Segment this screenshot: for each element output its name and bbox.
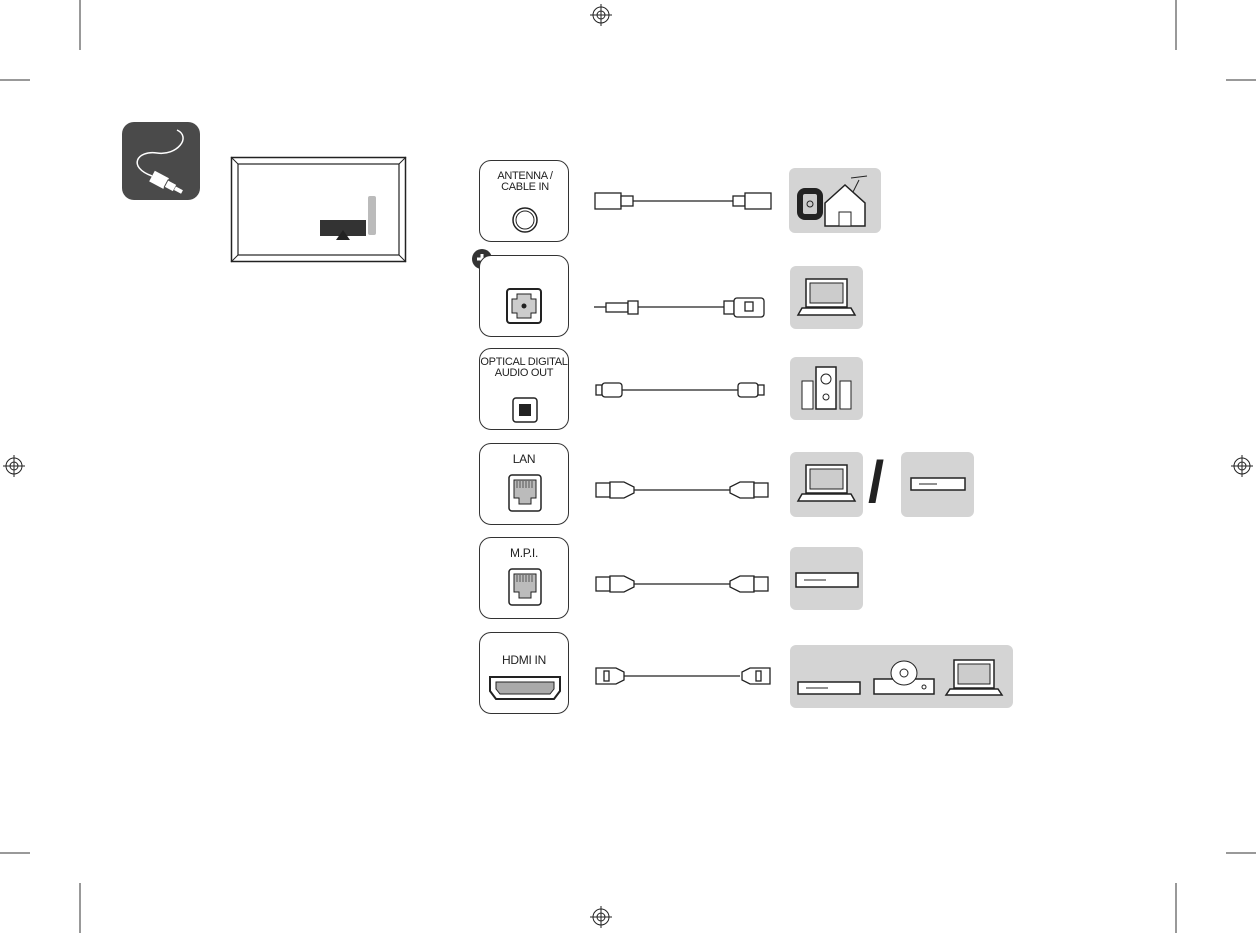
- laptop-device: [790, 266, 863, 329]
- set-top-box-icon: [795, 572, 859, 588]
- hdmi-cable: [595, 667, 771, 685]
- port-panel-highlight: [320, 220, 366, 236]
- port-label: OPTICAL DIGITAL AUDIO OUT: [480, 356, 568, 379]
- coax-cable: [594, 192, 772, 210]
- hdmi-port-icon: [489, 676, 561, 700]
- coax-port-icon: [512, 207, 538, 233]
- audio-port-icon: [506, 288, 542, 324]
- ethernet-port-icon: [508, 474, 542, 512]
- optical-cable: [595, 382, 765, 398]
- laptop-device-lan: [790, 452, 863, 517]
- port-lan: LAN: [479, 443, 569, 525]
- laptop-icon: [796, 464, 857, 502]
- port-label: M.P.I.: [510, 546, 538, 560]
- antenna-house-device: [789, 168, 881, 233]
- laptop-icon: [796, 278, 857, 316]
- set-top-box-device: [901, 452, 974, 517]
- lan-cable: [595, 481, 769, 499]
- port-mpi: M.P.I.: [479, 537, 569, 619]
- registration-marks: [3, 4, 1253, 928]
- cable-connection-icon: [122, 122, 200, 200]
- set-top-box-icon: [910, 477, 966, 491]
- set-top-box-device-mpi: [790, 547, 863, 610]
- port-hdmi-in: HDMI IN: [479, 632, 569, 714]
- optical-port-icon: [512, 397, 538, 423]
- antenna-house-icon: [797, 175, 868, 227]
- port-label: HDMI IN: [502, 653, 546, 667]
- cables: [594, 192, 772, 685]
- separator-slash: /: [868, 450, 885, 515]
- port-optical: OPTICAL DIGITAL AUDIO OUT: [479, 348, 569, 430]
- port-label: LAN: [512, 452, 536, 466]
- hdmi-source-icons: [797, 659, 1004, 696]
- mpi-cable: [595, 575, 769, 593]
- speaker-system-icon: [801, 366, 852, 410]
- tv-back-diagram: [230, 156, 407, 263]
- laptop-icon: [944, 659, 1004, 696]
- port-audio-usb: [479, 255, 569, 337]
- port-label: ANTENNA / CABLE IN: [497, 170, 553, 193]
- port-antenna-cable-in: ANTENNA / CABLE IN: [479, 160, 569, 242]
- mpi-port-icon: [508, 568, 542, 606]
- set-top-box-icon: [797, 681, 861, 695]
- dvd-player-icon: [873, 660, 935, 695]
- hdmi-devices: [790, 645, 1013, 708]
- audio-usb-cable: [594, 297, 765, 318]
- speakers-device: [790, 357, 863, 420]
